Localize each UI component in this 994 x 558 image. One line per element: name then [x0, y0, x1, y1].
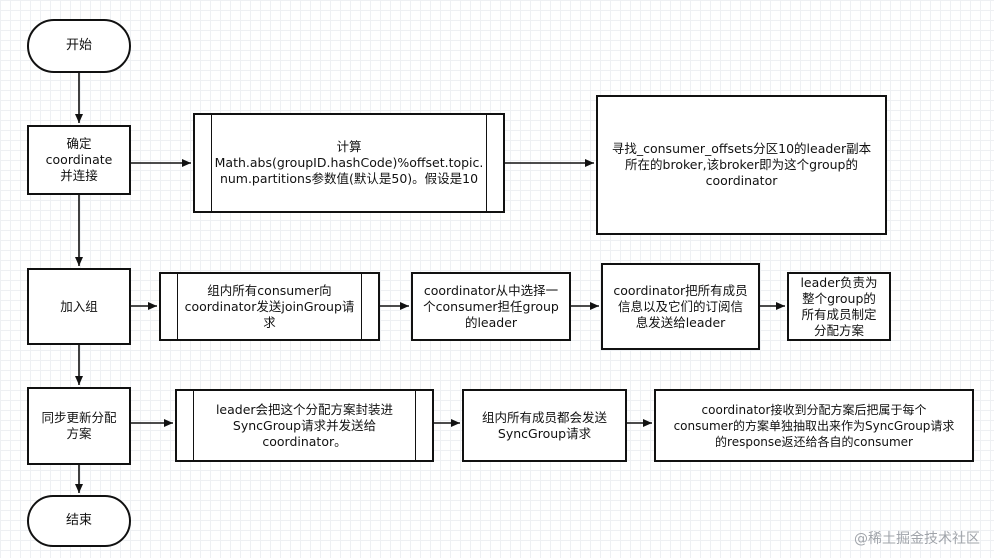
end-terminal: 结束 [27, 495, 131, 547]
send-member-info-label: coordinator把所有成员 信息以及它们的订阅信 息发送给leader [613, 282, 748, 330]
leader-plan-label: leader负责为 整个group的 所有成员制定 分配方案 [800, 274, 878, 338]
members-sync-step: 组内所有成员都会发送 SyncGroup请求 [462, 389, 627, 462]
determine-coordinator-label: 确定 coordinate 并连接 [45, 136, 113, 183]
watermark-text: @稀土掘金技术社区 [854, 531, 980, 547]
leader-sync-label: leader会把这个分配方案封装进 SyncGroup请求并发送给 coordi… [215, 401, 394, 449]
determine-coordinator-step: 确定 coordinate 并连接 [27, 125, 131, 195]
coordinator-reply-step: coordinator接收到分配方案后把属于每个 consumer的方案单独抽取… [654, 389, 974, 462]
compute-partition-label: 计算 Math.abs(groupID.hashCode)%offset.top… [214, 139, 484, 186]
leader-sync-process: leader会把这个分配方案封装进 SyncGroup请求并发送给 coordi… [175, 389, 434, 462]
send-member-info-step: coordinator把所有成员 信息以及它们的订阅信 息发送给leader [601, 263, 760, 350]
find-leader-label: 寻找_consumer_offsets分区10的leader副本 所在的brok… [611, 141, 872, 188]
join-group-label: 加入组 [60, 298, 98, 314]
choose-leader-label: coordinator从中选择一 个consumer担任group 的leade… [423, 282, 559, 330]
compute-partition-process: 计算 Math.abs(groupID.hashCode)%offset.top… [193, 113, 505, 213]
coordinator-reply-label: coordinator接收到分配方案后把属于每个 consumer的方案单独抽取… [673, 402, 955, 449]
sync-plan-step: 同步更新分配 方案 [27, 387, 131, 465]
choose-leader-step: coordinator从中选择一 个consumer担任group 的leade… [411, 272, 571, 341]
send-join-group-process: 组内所有consumer向 coordinator发送joinGroup请 求 [159, 272, 380, 341]
members-sync-label: 组内所有成员都会发送 SyncGroup请求 [481, 409, 607, 441]
send-join-group-label: 组内所有consumer向 coordinator发送joinGroup请 求 [184, 282, 355, 330]
end-label: 结束 [65, 513, 92, 528]
start-terminal: 开始 [27, 19, 131, 73]
start-label: 开始 [65, 38, 92, 53]
join-group-step: 加入组 [27, 268, 131, 345]
find-leader-step: 寻找_consumer_offsets分区10的leader副本 所在的brok… [596, 95, 887, 235]
leader-plan-step: leader负责为 整个group的 所有成员制定 分配方案 [787, 272, 891, 341]
sync-plan-label: 同步更新分配 方案 [41, 410, 117, 441]
